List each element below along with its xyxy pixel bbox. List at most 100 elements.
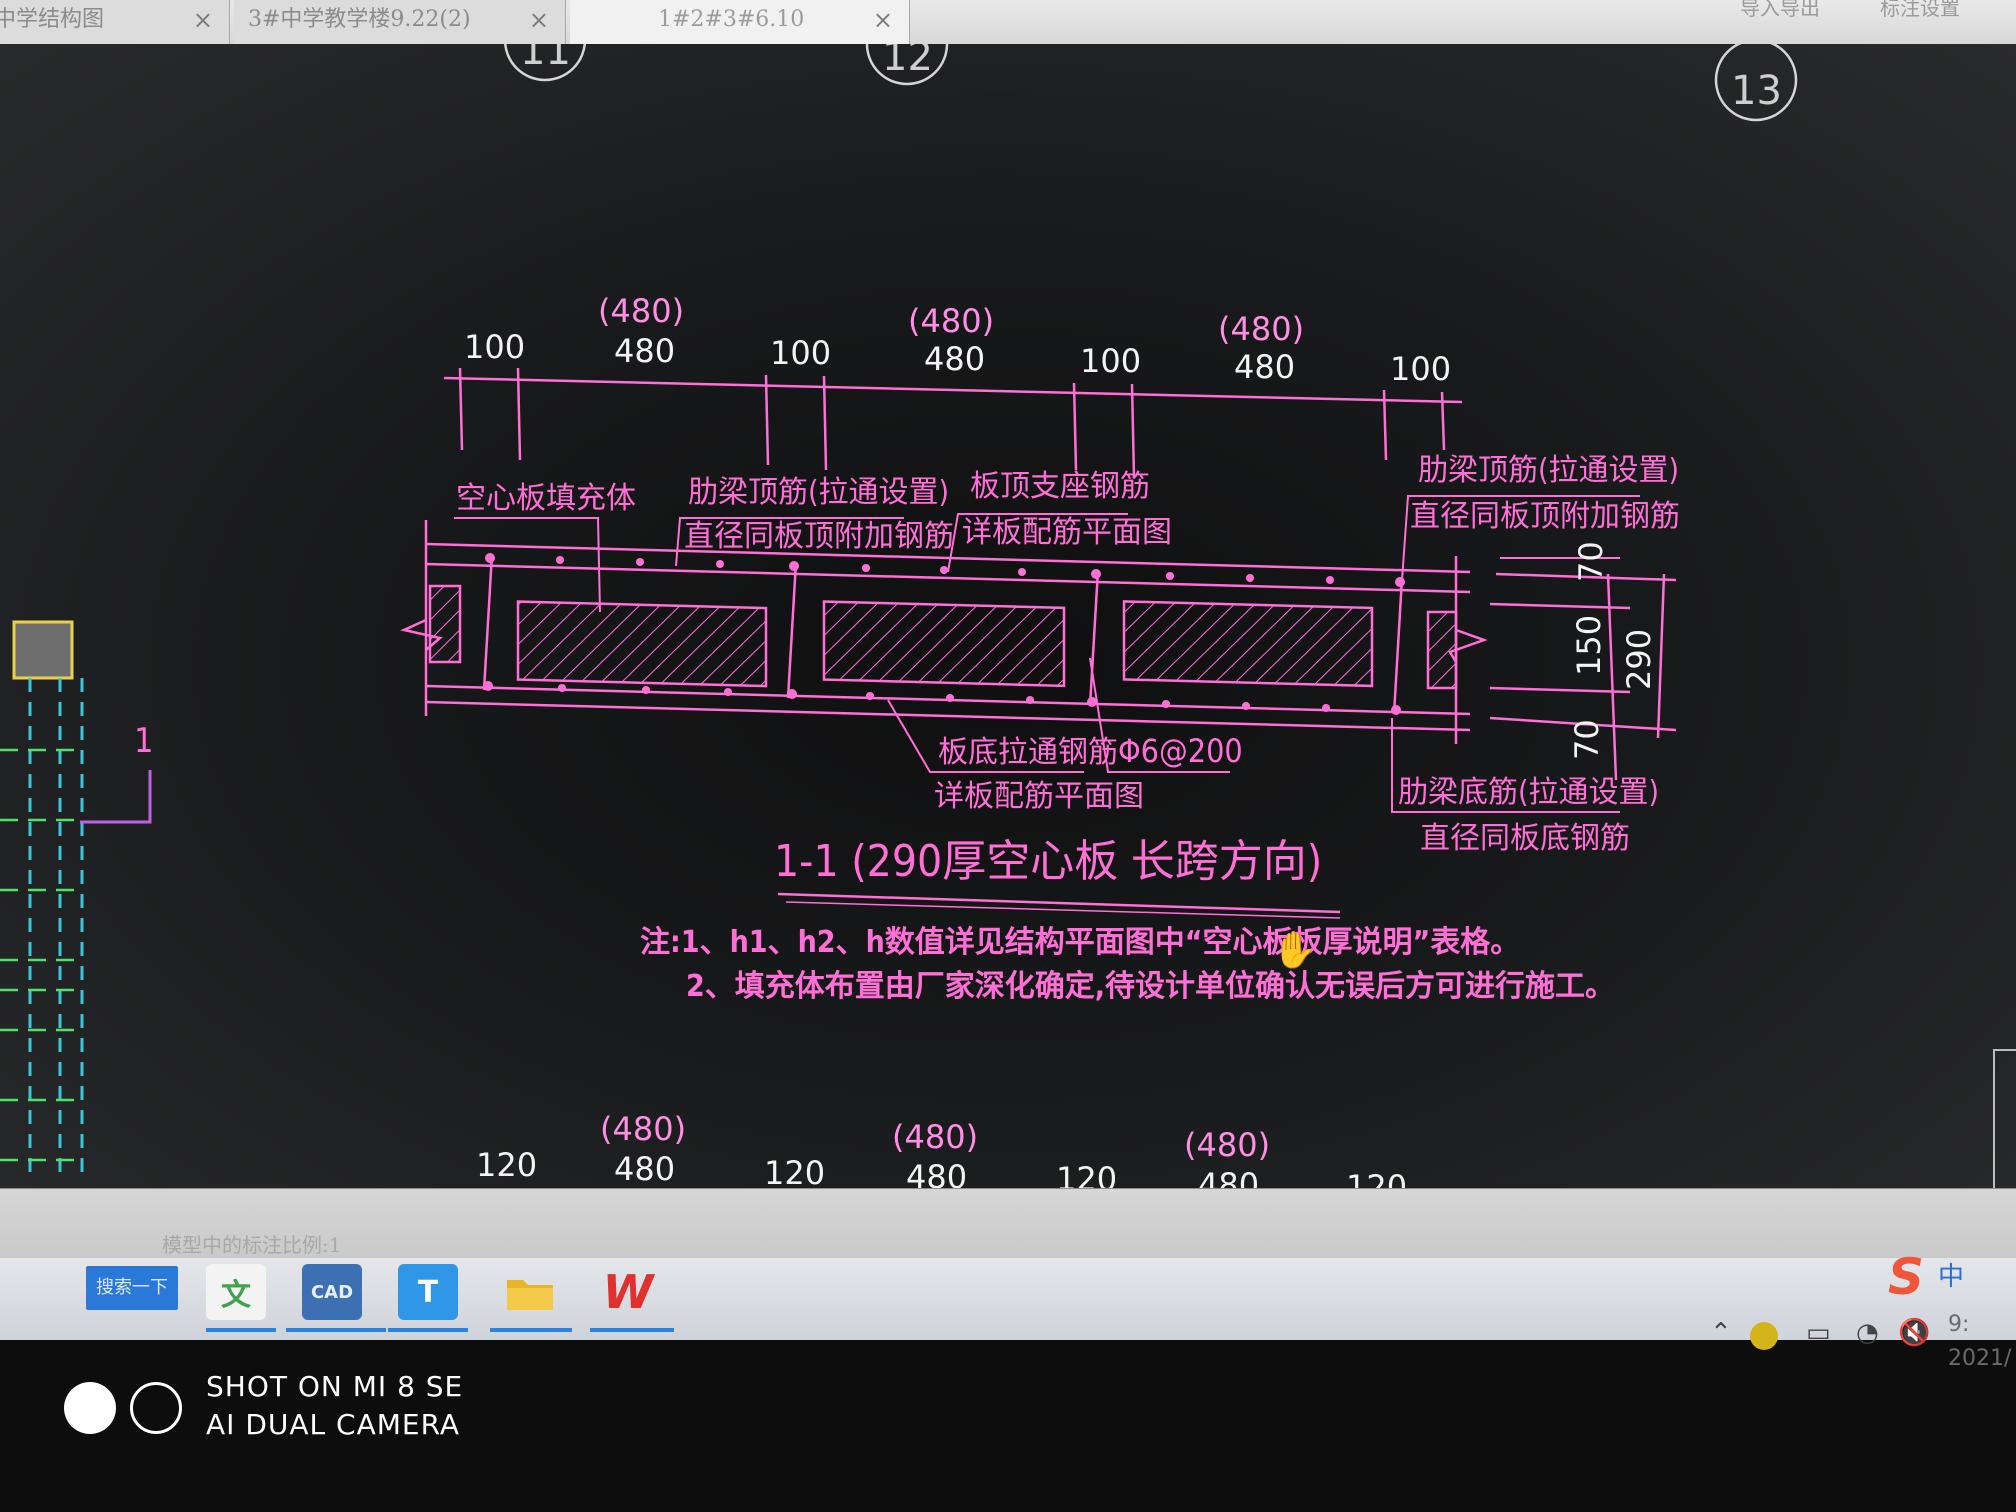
dim-gap: 100 [1390,350,1451,388]
chevron-up-icon[interactable]: ⌃ [1710,1318,1732,1348]
grid-bubble-label: 11 [520,44,571,74]
search-button[interactable]: 搜索一下 [86,1266,178,1310]
hollow-filler-block [1122,600,1374,688]
grid-bubble-label: 13 [1731,68,1782,114]
ext-line [822,375,828,471]
ext-line [764,374,770,466]
label-slab-top-support: 板顶支座钢筋 [970,469,1150,504]
app-running-indicator [206,1328,276,1332]
close-icon[interactable]: × [872,6,893,34]
rebar-dot [1246,574,1254,582]
rebar-dot [787,689,797,699]
end-filler-block [1426,610,1458,690]
close-icon[interactable]: × [192,6,213,34]
network-icon[interactable]: ◔ [1856,1318,1879,1348]
tab-label: 3#中学教学楼9.22(2) [248,7,471,32]
clock-time: 9: [1948,1312,1970,1337]
rebar-dot [1162,700,1170,708]
ext-line [1382,389,1388,461]
dim-gap: 100 [1080,342,1141,380]
leader-line [454,517,601,613]
sogou-logo-icon: S [1888,1248,1925,1306]
rebar-dot [483,681,493,691]
dimension-line-right [1656,573,1666,739]
windows-taskbar: 搜索一下 文 CAD T W [0,1258,2016,1340]
import-export-menu[interactable]: 导入导出 [1740,0,1820,20]
rebar-dot [862,564,870,572]
label-rib-bottom: 肋梁底筋(拉通设置) [1398,775,1659,810]
ime-mode-label: 中 [1938,1262,1965,1292]
ext-line [1489,716,1677,732]
section-mark [80,770,152,824]
note-line-1: 注:1、h1、h2、h数值详见结构平面图中“空心板板厚说明”表格。 [640,925,1520,960]
ext-line [1495,572,1677,582]
grid-bubble-11 [503,44,587,82]
note-line-2: 2、填充体布置由厂家深化确定,待设计单位确认无误后方可进行施工。 [686,969,1615,1004]
dim-cell: 480 [1234,348,1295,386]
dimension-line-top [443,376,1463,404]
system-clock[interactable]: 9: 2021/ [1948,1308,2011,1376]
ext-line [458,367,464,451]
dim-cell-paren: (480) [892,1118,978,1156]
app-running-indicator [490,1328,572,1332]
volume-muted-icon[interactable]: 🔇 [1898,1318,1931,1348]
watermark-line-2: AI DUAL CAMERA [206,1408,461,1441]
leader-line [1391,718,1620,813]
rebar-dot [1091,569,1101,579]
wps-app-icon[interactable]: W [602,1265,654,1319]
label-rib-bottom-note: 直径同板底钢筋 [1420,821,1630,856]
ime-indicator[interactable]: S 中 [1888,1248,1964,1306]
rebar-dot [1087,697,1097,707]
folder-glyph [507,1280,553,1310]
clock-date: 2021/ [1948,1346,2012,1371]
rebar-dot [866,692,874,700]
hollow-filler-block [822,600,1066,688]
ext-line [516,367,522,461]
cad-drawing-area[interactable]: 11 12 13 1 [0,44,2016,1224]
dim-gap: 100 [464,328,525,366]
section-mark-label: 1 [134,721,153,761]
rib-stirrup [786,561,798,699]
rebar-dot [642,686,650,694]
rib-stirrup [1088,569,1100,707]
label-slab-bottom-note: 详板配筋平面图 [934,779,1144,814]
rib-stirrup [482,553,494,691]
rebar-dot [1242,702,1250,710]
rebar-dot [1395,577,1405,587]
tab-structure-drawing[interactable]: 中学结构图 × [0,0,230,44]
rebar-dot [1326,576,1334,584]
dim-cell: 480 [614,1150,675,1188]
annotation-scale-text: 模型中的标注比例:1 [162,1233,342,1257]
rebar-dot [940,566,948,574]
tab-teaching-building[interactable]: 3#中学教学楼9.22(2) × [234,0,566,44]
watermark-circle-icon [64,1382,116,1434]
rebar-dot [1018,568,1026,576]
dim-right: 150 [1570,615,1608,676]
t-app-icon[interactable]: T [398,1264,458,1320]
rebar-dot [556,556,564,564]
rebar-dot [946,694,954,702]
leader-line [1089,657,1230,773]
dim-gap: 100 [770,334,831,372]
rebar-dot [558,684,566,692]
dim-cell-paren: (480) [600,1110,686,1148]
wenshu-app-icon[interactable]: 文 [206,1264,266,1320]
grid-bubble-12 [865,44,949,86]
rebar-dot [789,561,799,571]
ext-line [1440,391,1446,451]
close-icon[interactable]: × [528,6,549,34]
section-drawing: 11 12 13 1 [0,44,2016,1224]
dim-right: 70 [1572,541,1610,582]
dimension-settings-menu[interactable]: 标注设置 [1880,0,1960,20]
cad-app-icon[interactable]: CAD [302,1264,362,1320]
label-stirrup: Φ6@200 [1118,732,1243,770]
label-rib-top-note: 直径同板顶附加钢筋 [684,519,954,554]
battery-icon[interactable]: ▭ [1806,1318,1831,1348]
hollow-filler-block [516,600,768,688]
security-app-icon[interactable] [1750,1322,1778,1350]
tab-active-drawing[interactable]: 1#2#3#6.10 × [570,0,910,44]
folder-icon[interactable] [500,1264,560,1320]
tab-label: 1#2#3#6.10 [658,7,805,32]
column-marker [12,620,74,680]
